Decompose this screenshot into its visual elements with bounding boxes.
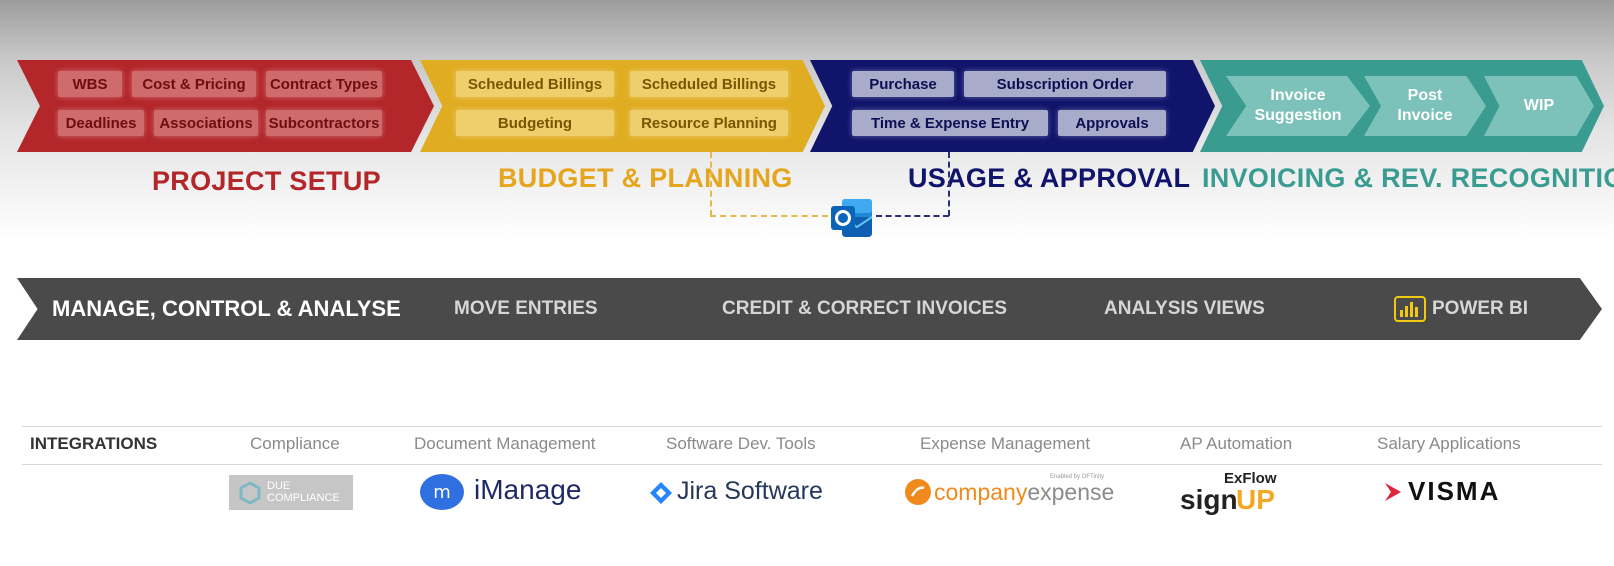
stage-title-project-setup: PROJECT SETUP — [152, 166, 381, 196]
integration-label-ap-automation: AP Automation — [1180, 434, 1293, 453]
integration-label-expense-management: Expense Management — [920, 434, 1091, 453]
item-resource-planning[interactable]: Resource Planning — [630, 110, 788, 136]
item-invoice-suggestion-line2: Suggestion — [1254, 107, 1342, 124]
companyexpense-logo[interactable] — [904, 478, 932, 506]
exflow-signup-logo[interactable]: sign UP — [1180, 484, 1280, 524]
integration-label-compliance: Compliance — [250, 434, 340, 453]
item-time-expense-entry[interactable]: Time & Expense Entry — [852, 110, 1048, 136]
integrations-top-rule — [22, 426, 1602, 427]
item-post-invoice-line1: Post — [1407, 87, 1443, 104]
due-compliance-logo-line1: DUE — [267, 480, 291, 492]
item-invoice-suggestion-line1: Invoice — [1270, 87, 1326, 104]
exflow-signup-main: sign — [1180, 484, 1238, 515]
imanage-logo-text: iManage — [474, 474, 582, 505]
imanage-logo[interactable]: m — [418, 472, 466, 512]
companyexpense-prefix: company — [934, 479, 1028, 505]
stage-title-invoicing: INVOICING & REV. RECOGNITION — [1202, 163, 1614, 193]
stage-title-usage-approval: USAGE & APPROVAL — [908, 163, 1191, 193]
due-compliance-logo-line2: COMPLIANCE — [267, 492, 340, 504]
visma-logo-text: VISMA — [1408, 476, 1501, 506]
item-contract-types[interactable]: Contract Types — [266, 71, 382, 97]
item-associations[interactable]: Associations — [154, 110, 258, 136]
integration-label-document-management: Document Management — [414, 434, 596, 453]
banner-power-bi[interactable]: POWER BI — [1432, 298, 1529, 319]
item-subcontractors[interactable]: Subcontractors — [266, 110, 382, 136]
integration-label-software-dev-tools: Software Dev. Tools — [666, 434, 816, 453]
connector-budget-horizontal — [710, 215, 828, 217]
item-approvals[interactable]: Approvals — [1058, 110, 1166, 136]
integrations-heading: INTEGRATIONS — [30, 434, 158, 453]
stage-title-budget-planning: BUDGET & PLANNING — [498, 163, 793, 193]
manage-control-banner — [17, 278, 1602, 340]
power-bi-icon — [1394, 296, 1426, 322]
item-cost-pricing[interactable]: Cost & Pricing — [132, 71, 256, 97]
item-subscription-order[interactable]: Subscription Order — [964, 71, 1166, 97]
svg-text:m: m — [433, 482, 451, 503]
connector-usage-horizontal — [876, 215, 949, 217]
exflow-signup-up: UP — [1236, 484, 1275, 515]
outlook-icon[interactable] — [828, 193, 876, 241]
jira-logo[interactable] — [650, 482, 672, 504]
integrations-bottom-rule — [22, 464, 1602, 465]
item-budgeting[interactable]: Budgeting — [456, 110, 614, 136]
integration-label-salary-applications: Salary Applications — [1377, 434, 1521, 453]
visma-logo[interactable] — [1383, 481, 1403, 503]
item-wip[interactable]: WIP — [1484, 76, 1594, 136]
item-wbs[interactable]: WBS — [58, 71, 122, 97]
companyexpense-suffix: expense — [1027, 479, 1115, 505]
banner-move-entries[interactable]: MOVE ENTRIES — [454, 298, 598, 319]
item-scheduled-billings-2[interactable]: Scheduled Billings — [630, 71, 788, 97]
due-compliance-logo[interactable]: DUE COMPLIANCE — [229, 475, 353, 510]
item-deadlines[interactable]: Deadlines — [58, 110, 144, 136]
exflow-logo-top: ExFlow — [1224, 470, 1277, 487]
jira-logo-text: Jira Software — [677, 477, 823, 505]
connector-budget-line — [710, 152, 712, 216]
banner-credit-correct-invoices[interactable]: CREDIT & CORRECT INVOICES — [722, 298, 1008, 319]
item-wip-label: WIP — [1523, 97, 1555, 114]
banner-title: MANAGE, CONTROL & ANALYSE — [52, 296, 401, 321]
banner-analysis-views[interactable]: ANALYSIS VIEWS — [1104, 298, 1265, 319]
item-scheduled-billings-1[interactable]: Scheduled Billings — [456, 71, 614, 97]
companyexpense-logo-text: companyexpense — [934, 479, 1114, 506]
item-post-invoice-line2: Invoice — [1397, 107, 1453, 124]
companyexpense-tagline: Enabled by OFTinity — [1050, 474, 1105, 480]
connector-usage-line — [948, 152, 950, 216]
item-purchase[interactable]: Purchase — [852, 71, 954, 97]
